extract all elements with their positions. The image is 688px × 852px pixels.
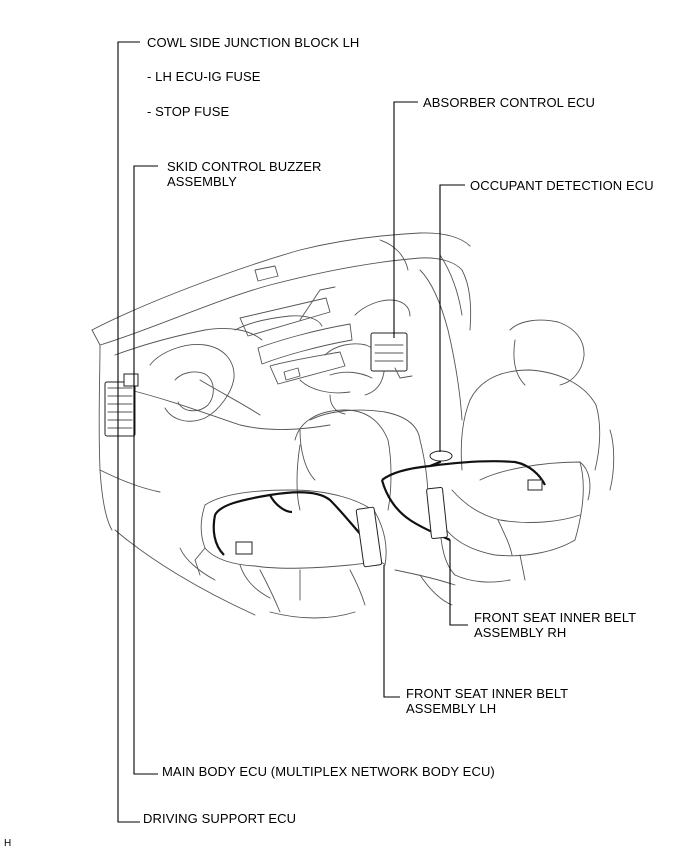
passenger-seat	[439, 319, 601, 583]
belt-lh-body	[355, 506, 383, 568]
driver-seat	[179, 343, 392, 619]
label-skid-control-buzzer: SKID CONTROL BUZZER	[167, 159, 322, 174]
belt-rh-body	[426, 486, 448, 540]
wire-harness	[212, 455, 546, 556]
buzzer-body	[123, 373, 139, 387]
label-lh-ecu-ig-fuse: - LH ECU-IG FUSE	[147, 69, 261, 84]
label-front-seat-inner-belt-lh: FRONT SEAT INNER BELT	[406, 686, 569, 701]
label-absorber-control-ecu: ABSORBER CONTROL ECU	[423, 95, 595, 110]
label-front-seat-inner-belt-lh-line2: ASSEMBLY LH	[406, 701, 497, 716]
seat-connector	[235, 541, 253, 555]
label-front-seat-inner-belt-rh: FRONT SEAT INNER BELT	[474, 610, 637, 625]
label-occupant-detection-ecu: OCCUPANT DETECTION ECU	[470, 178, 654, 193]
body-lines	[114, 429, 615, 616]
dashboard-outline	[91, 232, 472, 531]
label-stop-fuse: - STOP FUSE	[147, 104, 230, 119]
label-driving-support-ecu: DRIVING SUPPORT ECU	[143, 811, 297, 826]
label-cowl-side-junction-block: COWL SIDE JUNCTION BLOCK LH	[147, 35, 360, 50]
label-skid-control-buzzer-line2: ASSEMBLY	[167, 174, 237, 189]
center-console	[299, 371, 429, 501]
components	[104, 332, 543, 568]
leader-lines	[117, 41, 468, 823]
junction-block-body	[104, 381, 136, 437]
label-front-seat-inner-belt-rh-line2: ASSEMBLY RH	[474, 625, 567, 640]
corner-mark: H	[4, 838, 12, 849]
absorber-ecu-body	[370, 332, 408, 372]
occupant-ecu-body	[429, 450, 453, 462]
seat-sensor	[527, 479, 543, 491]
label-main-body-ecu: MAIN BODY ECU (MULTIPLEX NETWORK BODY EC…	[162, 764, 495, 779]
